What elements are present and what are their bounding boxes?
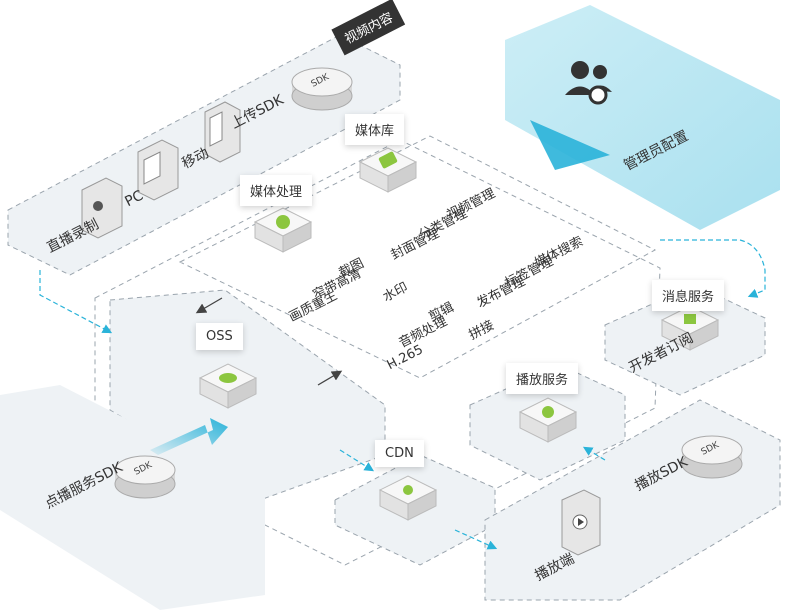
- pc-device-icon: [137, 139, 179, 201]
- player-device-icon: [561, 489, 601, 556]
- oss-cube: [198, 363, 258, 409]
- admin-arrow: [530, 120, 610, 170]
- playback-sdk-disc: [681, 435, 743, 479]
- message-service-tag: 消息服务: [652, 280, 725, 311]
- arrow-processing-to-oss: [195, 297, 223, 314]
- camera-device-icon: [81, 177, 123, 239]
- cdn-cube: [378, 475, 438, 521]
- vod-sdk-upload-arrow: [150, 418, 228, 455]
- media-processing-tag: 媒体处理: [240, 175, 313, 206]
- arrow-oss-to-processing: [317, 370, 343, 386]
- vod-sdk-disc: [114, 455, 176, 499]
- media-region: [178, 135, 657, 379]
- media-library-tag: 媒体库: [345, 114, 405, 145]
- flow-arrow-cdn-to-player: [454, 529, 498, 550]
- media-library-cube: [358, 147, 418, 193]
- media-processing-cube: [253, 207, 313, 253]
- oss-tag: OSS: [196, 323, 243, 350]
- playback-service-tag: 播放服务: [506, 363, 579, 394]
- mobile-device-icon: [204, 101, 241, 163]
- message-service-cube: [660, 305, 720, 351]
- admin-panel: [505, 5, 780, 230]
- upload-sdk-disc: [291, 67, 353, 111]
- flow-arrow-playback-sdk: [582, 446, 606, 461]
- playback-service-cube: [518, 397, 578, 443]
- vod-sdk-panel: [0, 385, 265, 610]
- flow-arrow-video-to-oss: [39, 270, 113, 334]
- cdn-tag: CDN: [375, 440, 424, 467]
- admin-user-icon: [565, 61, 612, 105]
- flow-arrow-message: [660, 239, 766, 298]
- flow-arrow-oss-to-cdn: [339, 449, 375, 472]
